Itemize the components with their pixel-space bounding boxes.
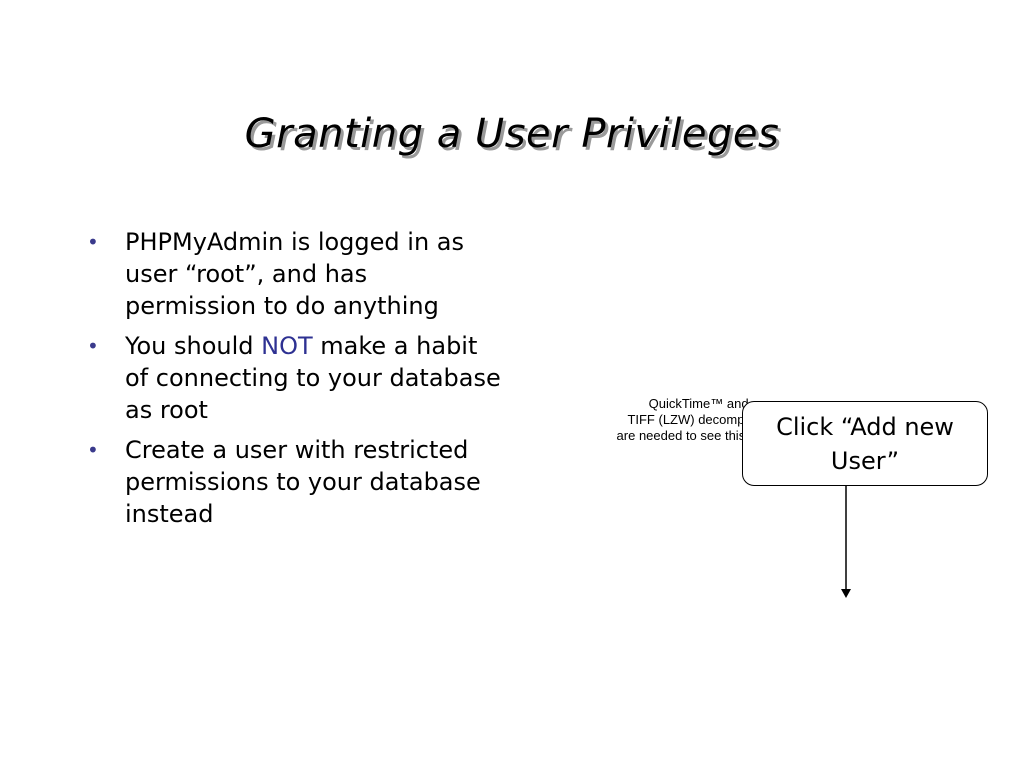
callout-text: Click “Add new User”: [776, 412, 954, 475]
bullet-list: • PHPMyAdmin is logged in as user “root”…: [84, 226, 504, 538]
bullet-dot-icon: •: [87, 438, 99, 462]
bullet-text: PHPMyAdmin is logged in as user “root”, …: [125, 228, 464, 320]
bullet-emphasis: NOT: [261, 332, 313, 360]
bullet-item: • PHPMyAdmin is logged in as user “root”…: [84, 226, 504, 322]
arrow-head: [841, 589, 851, 598]
placeholder-line: QuickTime™ and a: [648, 396, 760, 411]
down-arrow-icon: [841, 486, 851, 598]
bullet-item: • You should NOT make a habit of connect…: [84, 330, 504, 426]
callout-box: Click “Add new User”: [742, 401, 988, 486]
bullet-text: Create a user with restricted permission…: [125, 436, 481, 528]
bullet-dot-icon: •: [87, 334, 99, 358]
bullet-dot-icon: •: [87, 230, 99, 254]
bullet-item: • Create a user with restricted permissi…: [84, 434, 504, 530]
slide-title: Granting a User Privileges: [244, 111, 780, 157]
bullet-text-before: You should: [125, 332, 262, 360]
bullet-text-after: make a habit of connecting to your datab…: [125, 332, 501, 424]
